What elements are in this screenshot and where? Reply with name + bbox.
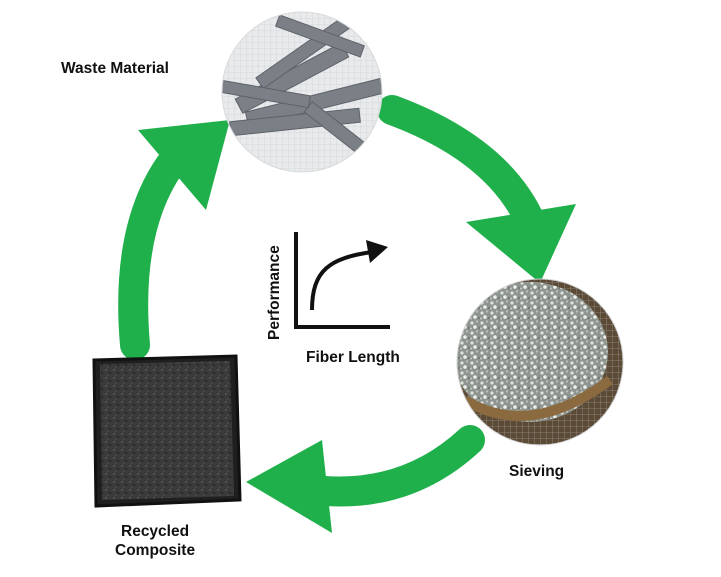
label-recycled-composite: Recycled Composite [115,522,195,560]
arrow-composite-to-waste [118,120,230,360]
curve-arrowhead [366,240,388,263]
arrow-waste-to-sieving [377,95,576,283]
y-axis-label: Performance [266,245,283,340]
arrow-sieving-to-composite [246,425,485,533]
label-recycled: Recycled [121,523,190,540]
label-sieving: Sieving [509,463,565,480]
sieving-image [457,279,623,445]
x-axis-label: Fiber Length [306,349,400,366]
label-waste-material: Waste Material [61,60,169,77]
performance-curve [310,250,373,311]
performance-plot [294,232,390,329]
waste-material-image [222,12,382,172]
recycled-composite-image [92,354,242,508]
label-composite: Composite [115,542,196,559]
